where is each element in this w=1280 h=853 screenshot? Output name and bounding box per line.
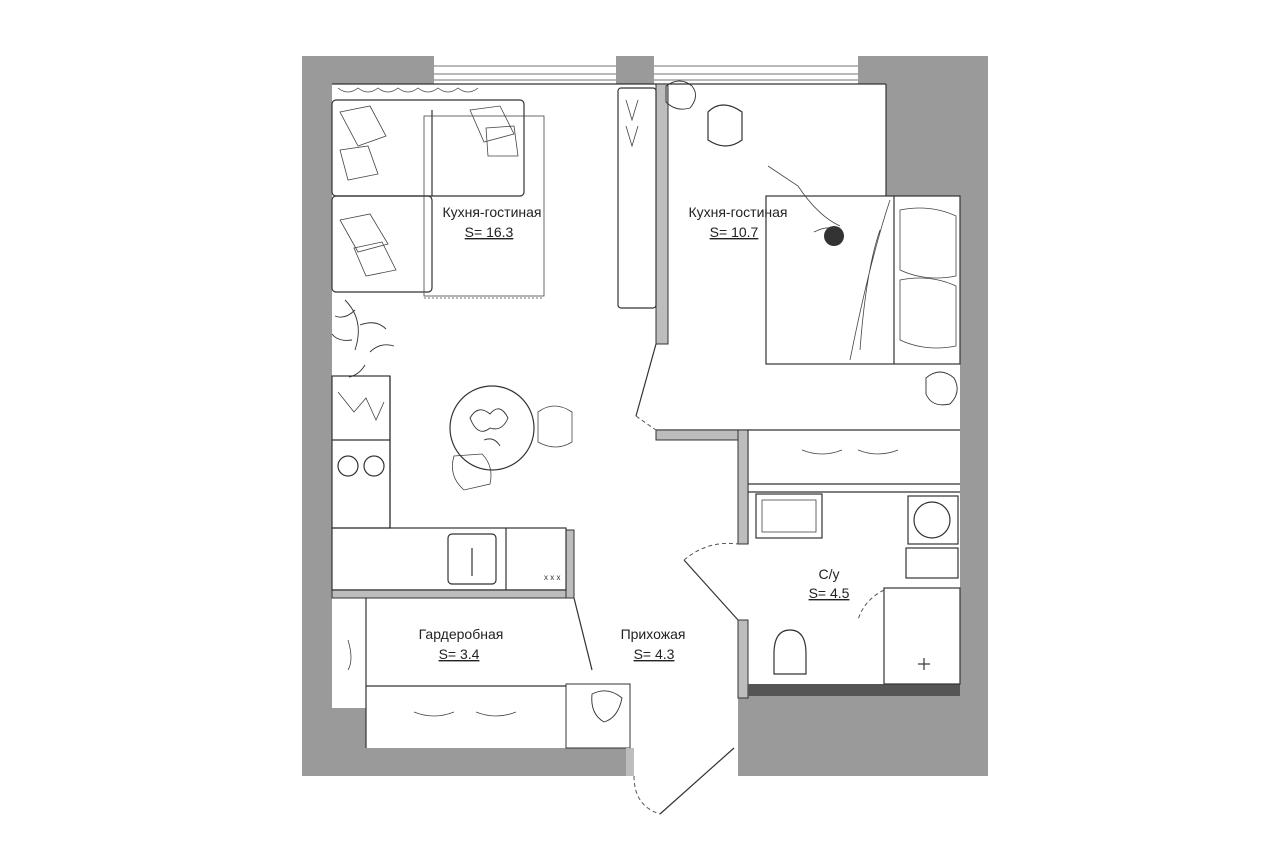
room-name: С/у	[819, 566, 840, 582]
plant-living	[331, 299, 395, 378]
room-name: Гардеробная	[419, 626, 504, 642]
room-label-hallway: Прихожая S= 4.3	[621, 626, 686, 662]
bedroom-shelf	[801, 449, 899, 455]
room-label-bedroom: Кухня-гостиная S= 10.7	[688, 204, 787, 240]
room-label-living: Кухня-гостиная S= 16.3	[442, 204, 541, 240]
room-label-wardrobe: Гардеробная S= 3.4	[419, 626, 504, 662]
doors	[573, 343, 739, 815]
exterior-walls	[302, 56, 988, 776]
room-name: Кухня-гостиная	[442, 204, 541, 220]
room-name: Прихожая	[621, 626, 686, 642]
room-name: Кухня-гостиная	[688, 204, 787, 220]
interior-walls	[331, 83, 960, 776]
wardrobe-bedroom	[617, 87, 657, 309]
room-area: S= 4.3	[634, 646, 675, 662]
desk-chair	[665, 80, 743, 147]
windows	[434, 65, 858, 81]
kitchen-counter: x x x	[331, 375, 567, 591]
room-area: S= 4.5	[809, 585, 850, 601]
bed	[765, 165, 961, 365]
room-area: S= 10.7	[710, 224, 759, 240]
plant-bedroom	[925, 371, 958, 406]
sofa	[331, 87, 525, 293]
rug	[423, 115, 545, 299]
bathroom-fixtures	[755, 493, 961, 685]
hallway-fixtures	[591, 690, 623, 723]
room-label-bathroom: С/у S= 4.5	[809, 566, 850, 601]
wardrobe-fixtures	[347, 598, 566, 748]
room-area: S= 3.4	[439, 646, 480, 662]
room-area: S= 16.3	[465, 224, 514, 240]
dining-table	[449, 385, 573, 491]
svg-text:x x x: x x x	[544, 573, 560, 582]
